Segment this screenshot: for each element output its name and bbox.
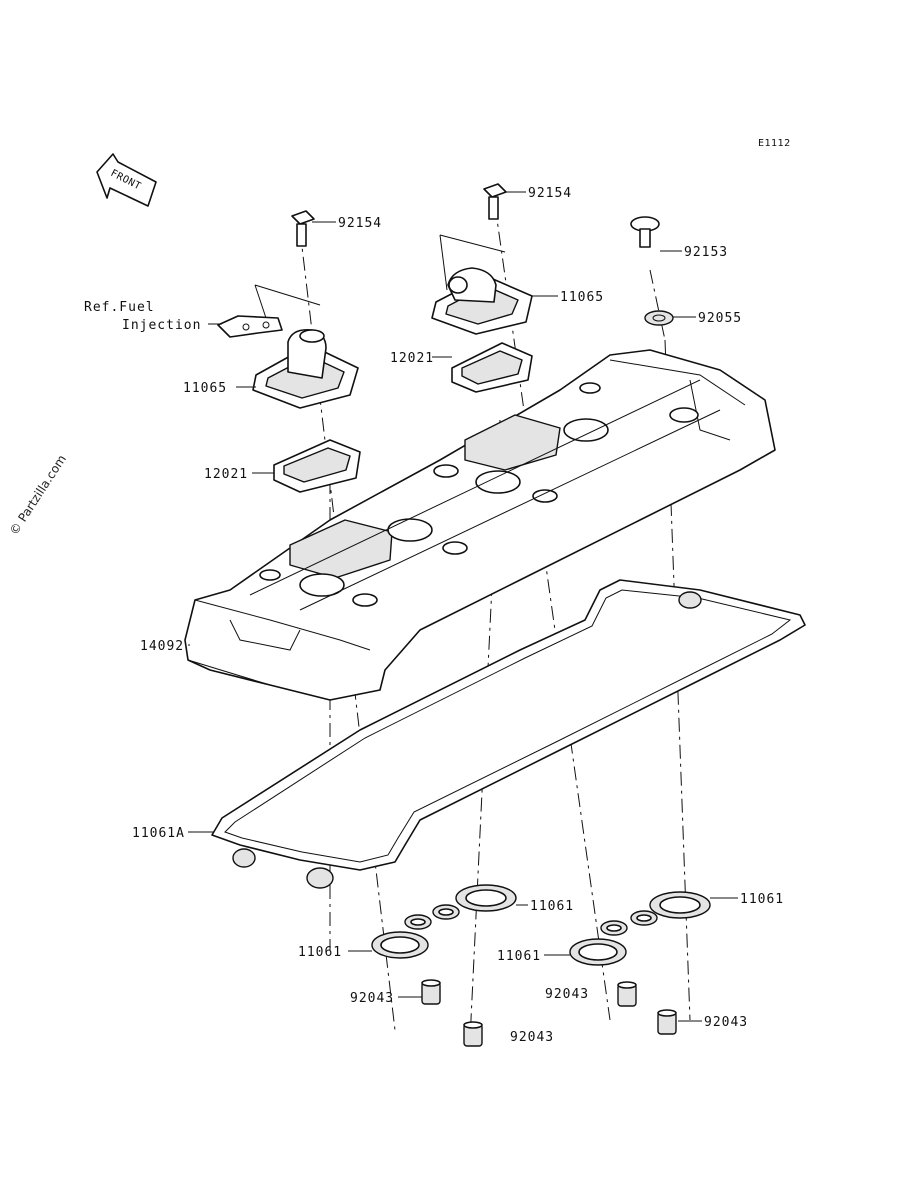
seal-group-right [569,891,711,966]
dowel-pins [421,979,677,1047]
label-plate-left: 12021 [204,467,248,482]
main-gasket [211,579,806,889]
head-cover [184,349,776,701]
leader-lines [188,191,738,1022]
dowel-pin-a [421,979,441,1005]
washer [644,310,674,326]
label-dowel-b: 92043 [510,1030,554,1045]
watermark: © Partzilla.com [7,452,69,537]
dowel-pin-c [617,981,637,1007]
label-washer: 92055 [698,311,742,326]
breather-cover-left [252,328,359,409]
label-seal-right: 11061 [740,892,784,907]
label-bolt-left: 92154 [338,216,382,231]
label-cover-left: 11065 [183,381,227,396]
callout-labels: 92154 92154 92153 92055 11065 11065 1202… [84,186,784,1045]
dowel-pin-b [463,1021,483,1047]
label-head-cover: 14092 [140,639,184,654]
label-bolt-right: 92154 [528,186,572,201]
reed-plate-right [451,342,533,393]
reed-plate-left [273,439,361,493]
ref-note-line1: Ref.Fuel [84,300,155,315]
dowel-pin-d [657,1009,677,1035]
label-seal-left: 11061 [298,945,342,960]
diagram-code: E1112 [758,138,791,149]
front-arrow-icon: FRONT [96,153,157,207]
label-cover-right: 11065 [560,290,604,305]
label-plug-bolt: 92153 [684,245,728,260]
label-plate-right: 12021 [390,351,434,366]
fuel-injection-bracket [217,315,283,338]
plug-bolt [630,216,660,248]
label-dowel-a: 92043 [350,991,394,1006]
label-seal-center: 11061 [530,899,574,914]
label-seal-mid: 11061 [497,949,541,964]
seal-group-left [371,884,517,959]
label-main-gasket: 11061A [132,826,185,841]
bolt-left [291,210,315,247]
breather-cover-right [431,267,533,335]
label-dowel-d: 92043 [704,1015,748,1030]
bolt-right [483,183,507,220]
ref-note-line2: Injection [122,318,201,333]
label-dowel-c: 92043 [545,987,589,1002]
